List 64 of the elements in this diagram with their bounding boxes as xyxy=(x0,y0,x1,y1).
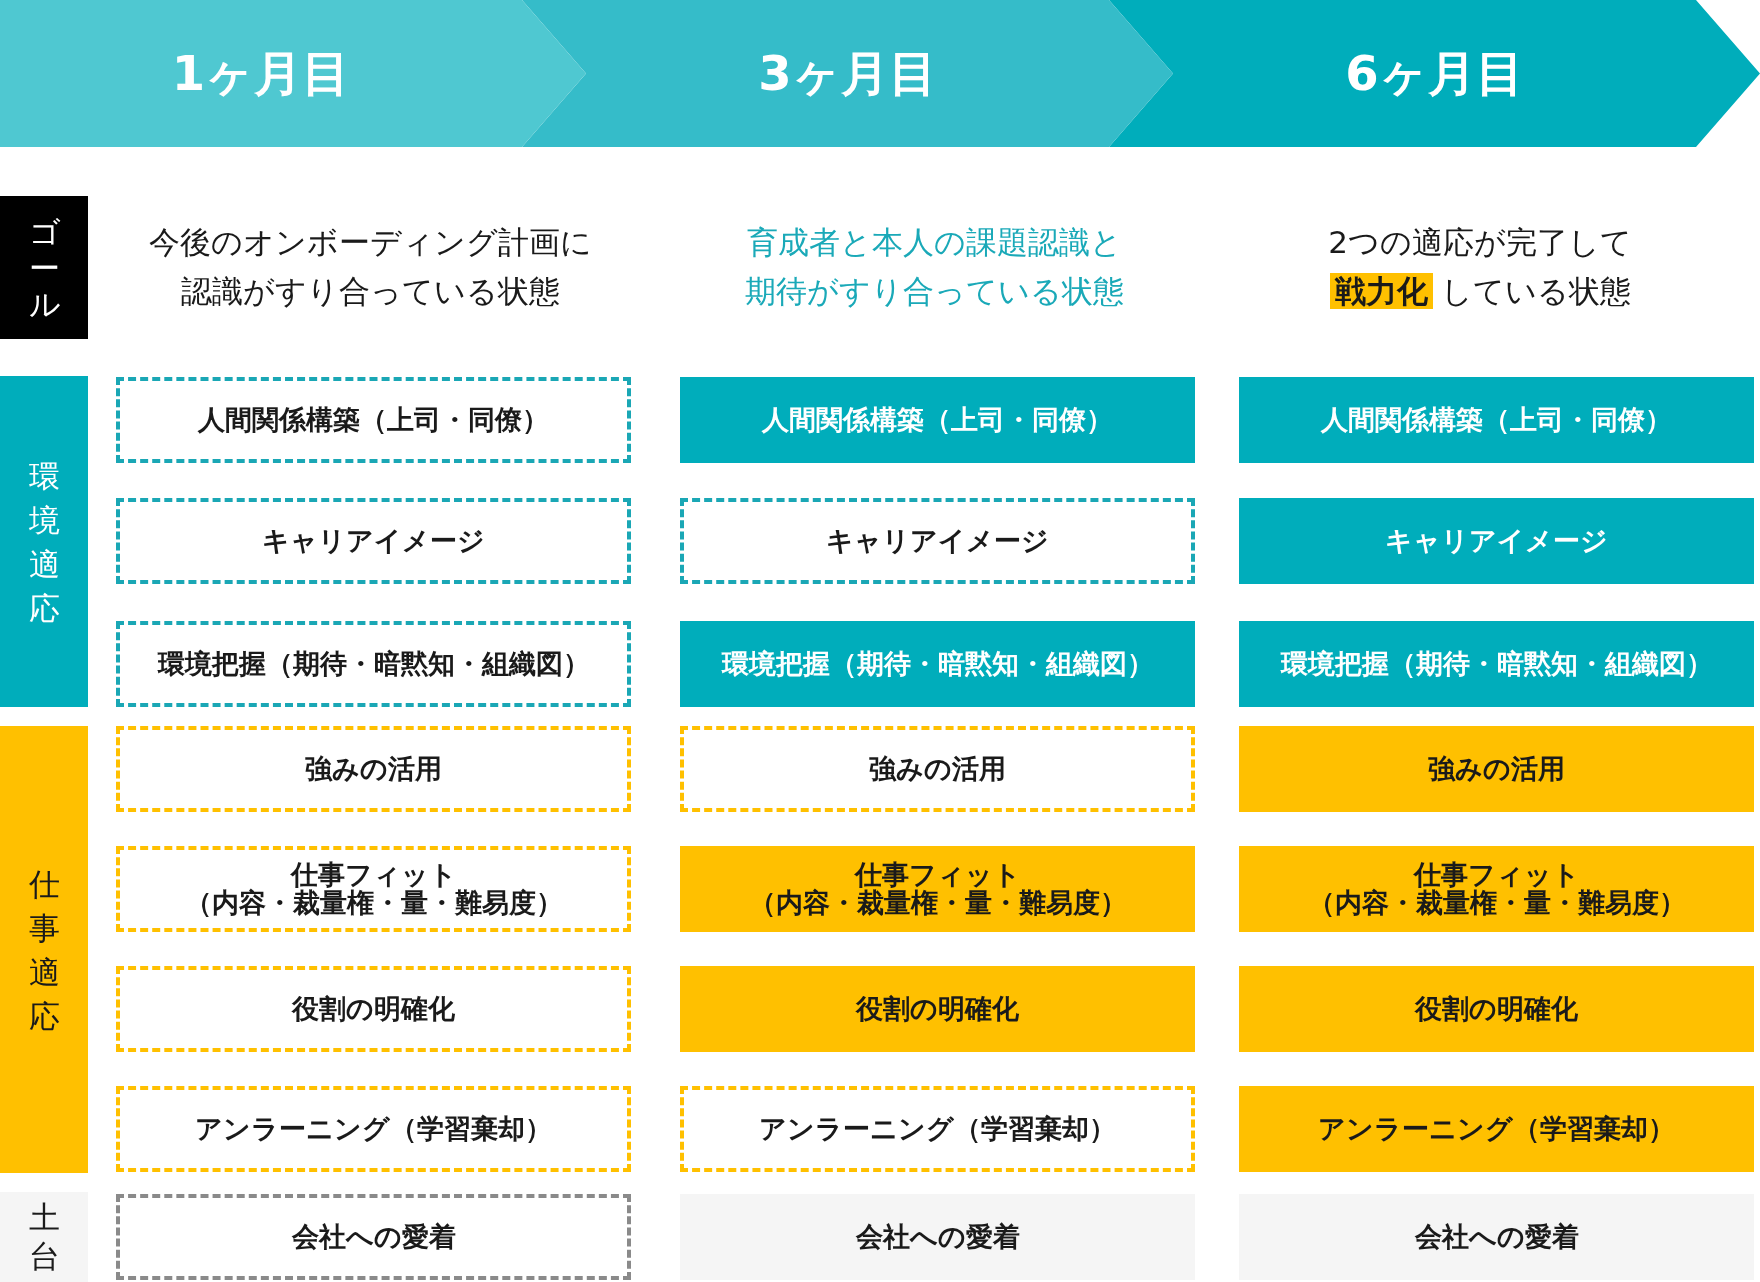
period-heading: 6ヶ月目 xyxy=(1345,47,1524,100)
item-label: アンラーニング（学習棄却） xyxy=(195,1114,552,1144)
goal-text: 育成者と本人の課題認識と期待がすり合っている状態 xyxy=(743,223,1125,311)
item-label: 人間関係構築（上司・同僚） xyxy=(198,405,549,435)
item-box xyxy=(1239,726,1754,812)
item-label: 仕事フィット xyxy=(290,860,457,889)
item-box xyxy=(1239,498,1754,584)
item-box xyxy=(1239,621,1754,707)
item-label: 会社への愛着 xyxy=(855,1222,1020,1252)
item-box xyxy=(116,966,631,1052)
category-label: 環境適応 xyxy=(28,456,60,628)
item-label: 強みの活用 xyxy=(1428,754,1565,784)
item-label: 役割の明確化 xyxy=(292,994,455,1024)
item-box xyxy=(116,377,631,463)
item-label: 会社への愛着 xyxy=(1414,1222,1579,1252)
item-box xyxy=(116,498,631,584)
item-box xyxy=(116,726,631,812)
goal-text: 2つの適応が完了して戦力化している状態 xyxy=(1327,223,1633,311)
item-box xyxy=(680,846,1195,932)
item-label: 強みの活用 xyxy=(305,754,442,784)
item-label: 役割の明確化 xyxy=(1415,994,1578,1024)
item-label: 役割の明確化 xyxy=(856,994,1019,1024)
item-label: 仕事フィット xyxy=(854,860,1021,889)
category-bar xyxy=(0,726,88,1173)
period-heading: 3ヶ月目 xyxy=(758,47,937,100)
period-banner xyxy=(1109,0,1760,147)
item-box xyxy=(1239,846,1754,932)
item-box xyxy=(680,726,1195,812)
category-bar xyxy=(0,376,88,707)
item-box xyxy=(116,1194,631,1280)
item-box xyxy=(116,846,631,932)
item-label: 仕事フィット xyxy=(1413,860,1580,889)
item-label: （内容・裁量権・量・難易度） xyxy=(184,889,563,918)
item-label: キャリアイメージ xyxy=(1385,526,1608,556)
item-label: 環境把握（期待・暗黙知・組織図） xyxy=(1280,649,1713,679)
item-label: 環境把握（期待・暗黙知・組織図） xyxy=(157,649,590,679)
item-label: 人間関係構築（上司・同僚） xyxy=(762,405,1113,435)
item-label: アンラーニング（学習棄却） xyxy=(1318,1114,1675,1144)
item-box xyxy=(1239,966,1754,1052)
item-box xyxy=(680,621,1195,707)
category-label: ゴール xyxy=(28,213,60,322)
item-box xyxy=(116,1086,631,1172)
item-label: キャリアイメージ xyxy=(262,526,485,556)
item-label: 人間関係構築（上司・同僚） xyxy=(1321,405,1672,435)
item-box xyxy=(1239,377,1754,463)
item-box xyxy=(680,966,1195,1052)
item-label: （内容・裁量権・量・難易度） xyxy=(1307,889,1686,918)
goal-text: 今後のオンボーディング計画に認識がすり合っている状態 xyxy=(147,223,593,311)
item-label: 会社への愛着 xyxy=(291,1222,456,1252)
item-label: キャリアイメージ xyxy=(826,526,1049,556)
period-heading: 1ヶ月目 xyxy=(171,47,351,100)
category-bar xyxy=(0,196,88,339)
category-label: 土台 xyxy=(28,1198,60,1276)
item-box xyxy=(680,498,1195,584)
item-box xyxy=(680,377,1195,463)
item-label: 環境把握（期待・暗黙知・組織図） xyxy=(721,649,1154,679)
item-box xyxy=(1239,1086,1754,1172)
item-box xyxy=(116,621,631,707)
item-label: 強みの活用 xyxy=(869,754,1006,784)
item-label: （内容・裁量権・量・難易度） xyxy=(748,889,1127,918)
item-label: アンラーニング（学習棄却） xyxy=(759,1114,1116,1144)
item-box xyxy=(680,1086,1195,1172)
period-banner xyxy=(0,0,586,147)
category-label: 仕事適応 xyxy=(28,864,60,1036)
